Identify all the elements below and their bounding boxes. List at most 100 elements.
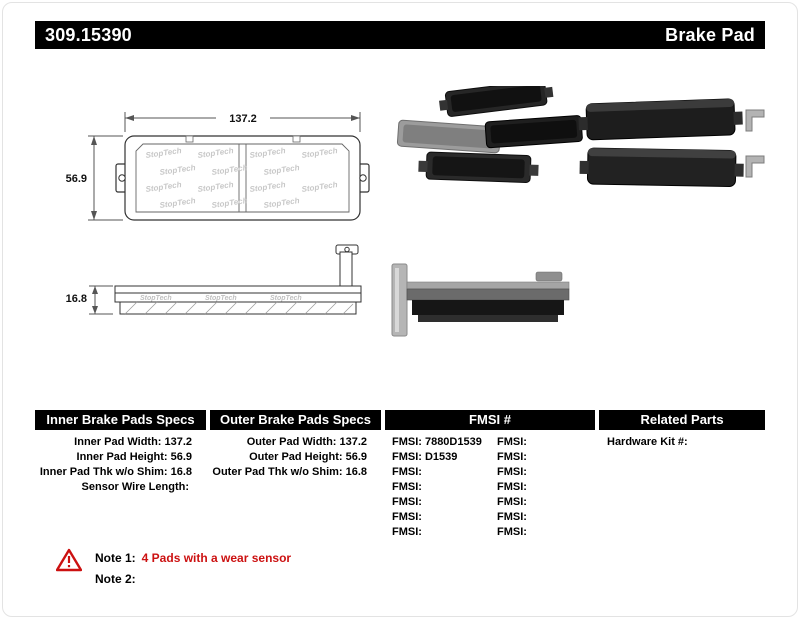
spec-label: Sensor Wire Length: bbox=[81, 481, 189, 493]
clip-handle bbox=[391, 263, 408, 337]
fmsi-label: FMSI: bbox=[392, 481, 422, 493]
fmsi-row: FMSI: bbox=[392, 495, 497, 510]
arrowhead bbox=[125, 115, 134, 121]
pad-side-view-drawing: 16.8 StopTech StopTech StopTech bbox=[66, 244, 362, 315]
notes-section: Note 1: 4 Pads with a wear sensor Note 2: bbox=[56, 547, 476, 599]
fmsi-label: FMSI: bbox=[497, 496, 527, 508]
fmsi-label: FMSI: bbox=[497, 451, 527, 463]
top-notch bbox=[292, 135, 301, 143]
pad-width-dim-label: 137.2 bbox=[229, 113, 257, 125]
spec-row: Outer Pad Width:137.2 bbox=[210, 435, 381, 450]
hatch-lines bbox=[124, 301, 354, 315]
fmsi-row: FMSI: bbox=[497, 510, 595, 525]
fmsi-label: FMSI: bbox=[392, 436, 422, 448]
header-bar: 309.15390 Brake Pad bbox=[35, 21, 765, 49]
fmsi-label: FMSI: bbox=[392, 466, 422, 478]
spec-value: 56.9 bbox=[345, 451, 367, 463]
spec-label: Outer Pad Height: bbox=[249, 451, 343, 463]
outer-specs-header: Outer Brake Pads Specs bbox=[210, 410, 381, 430]
arrowhead bbox=[91, 136, 97, 145]
arrowhead bbox=[91, 211, 97, 220]
spec-label: Outer Pad Width: bbox=[246, 436, 337, 448]
shim-layer bbox=[406, 281, 570, 290]
backing-plate bbox=[406, 288, 570, 301]
fmsi-row: FMSI: bbox=[392, 480, 497, 495]
note-2-label: Note 2: bbox=[95, 572, 136, 586]
pad-photo-group-b bbox=[578, 98, 765, 187]
fmsi-label: FMSI: bbox=[392, 526, 422, 538]
fmsi-label: FMSI: bbox=[497, 436, 527, 448]
clip-highlight bbox=[395, 268, 399, 332]
related-parts-table: Related Parts Hardware Kit #: bbox=[599, 410, 765, 450]
spec-row: Inner Pad Width:137.2 bbox=[35, 435, 206, 450]
top-notch bbox=[185, 135, 194, 143]
fmsi-label: FMSI: bbox=[392, 451, 422, 463]
note-1: Note 1: 4 Pads with a wear sensor bbox=[95, 551, 291, 565]
fmsi-row: FMSI:D1539 bbox=[392, 450, 497, 465]
product-type-title: Brake Pad bbox=[665, 24, 755, 45]
watermark-text: StopTech bbox=[205, 295, 237, 302]
inner-specs-header: Inner Brake Pads Specs bbox=[35, 410, 206, 430]
fmsi-value: 7880D1539 bbox=[424, 436, 482, 448]
arrowhead bbox=[92, 286, 98, 294]
fmsi-row: FMSI: bbox=[392, 525, 497, 540]
spec-label: Inner Pad Width: bbox=[74, 436, 162, 448]
spec-label: Inner Pad Thk w/o Shim: bbox=[39, 466, 168, 478]
fmsi-label: FMSI: bbox=[392, 511, 422, 523]
pad-photo bbox=[484, 115, 583, 149]
thickness-dimension-lines bbox=[89, 285, 113, 315]
pad-side-layers bbox=[114, 285, 362, 315]
ear-hole bbox=[118, 174, 126, 182]
fmsi-value: D1539 bbox=[424, 451, 458, 463]
fmsi-label: FMSI: bbox=[497, 481, 527, 493]
sensor-clip-drawing bbox=[335, 244, 359, 287]
fmsi-row: FMSI: bbox=[392, 465, 497, 480]
spec-value: 56.9 bbox=[170, 451, 192, 463]
fmsi-table: FMSI # FMSI:7880D1539 FMSI:D1539 FMSI: F… bbox=[385, 410, 595, 540]
fmsi-label: FMSI: bbox=[497, 466, 527, 478]
fmsi-label: FMSI: bbox=[497, 511, 527, 523]
pad-front-view-drawing: 137.2 56.9 StopTech StopTech StopTech St… bbox=[66, 110, 370, 221]
fmsi-left-column: FMSI:7880D1539 FMSI:D1539 FMSI: FMSI: FM… bbox=[392, 435, 497, 540]
fmsi-row: FMSI: bbox=[497, 480, 595, 495]
fmsi-row: FMSI: bbox=[497, 465, 595, 480]
part-number: 309.15390 bbox=[45, 24, 132, 45]
fmsi-row: FMSI:7880D1539 bbox=[392, 435, 497, 450]
arrowhead bbox=[92, 306, 98, 314]
spec-label: Outer Pad Thk w/o Shim: bbox=[212, 466, 343, 478]
spec-value: 137.2 bbox=[339, 436, 367, 448]
pad-photo bbox=[396, 119, 501, 154]
height-dimension-lines bbox=[88, 135, 123, 221]
pad-photo bbox=[418, 151, 539, 183]
fmsi-label: FMSI: bbox=[392, 496, 422, 508]
friction-surface-outline bbox=[135, 143, 350, 213]
fmsi-row: FMSI: bbox=[497, 495, 595, 510]
spec-label: Inner Pad Height: bbox=[76, 451, 168, 463]
outer-specs-table: Outer Brake Pads Specs Outer Pad Width:1… bbox=[210, 410, 381, 480]
spec-row: Outer Pad Thk w/o Shim:16.8 bbox=[210, 465, 381, 480]
pad-photo bbox=[578, 98, 743, 141]
watermark-text: StopTech bbox=[140, 295, 172, 302]
spec-row: Inner Pad Height:56.9 bbox=[35, 450, 206, 465]
fmsi-row: FMSI: bbox=[497, 450, 595, 465]
spec-value: 137.2 bbox=[164, 436, 192, 448]
spec-row: Inner Pad Thk w/o Shim:16.8 bbox=[35, 465, 206, 480]
note-1-text: 4 Pads with a wear sensor bbox=[141, 551, 292, 565]
fmsi-right-column: FMSI: FMSI: FMSI: FMSI: FMSI: FMSI: FMSI… bbox=[497, 435, 595, 540]
shim-clip bbox=[535, 271, 563, 282]
pad-side-photo bbox=[391, 263, 570, 337]
ear-hole bbox=[359, 174, 367, 182]
pad-photo bbox=[579, 147, 744, 187]
spec-value: 16.8 bbox=[345, 466, 367, 478]
related-parts-header: Related Parts bbox=[599, 410, 765, 430]
warning-icon bbox=[56, 548, 82, 572]
spec-row: Sensor Wire Length: bbox=[35, 480, 206, 495]
pad-photo bbox=[439, 86, 554, 117]
hardware-clips bbox=[745, 109, 765, 178]
friction-edge bbox=[418, 315, 558, 322]
watermark-pattern: StopTech StopTech StopTech bbox=[140, 295, 302, 302]
related-row: Hardware Kit #: bbox=[599, 435, 765, 450]
fmsi-row: FMSI: bbox=[392, 510, 497, 525]
pad-outline bbox=[115, 135, 370, 221]
note-1-label: Note 1: bbox=[95, 551, 136, 565]
